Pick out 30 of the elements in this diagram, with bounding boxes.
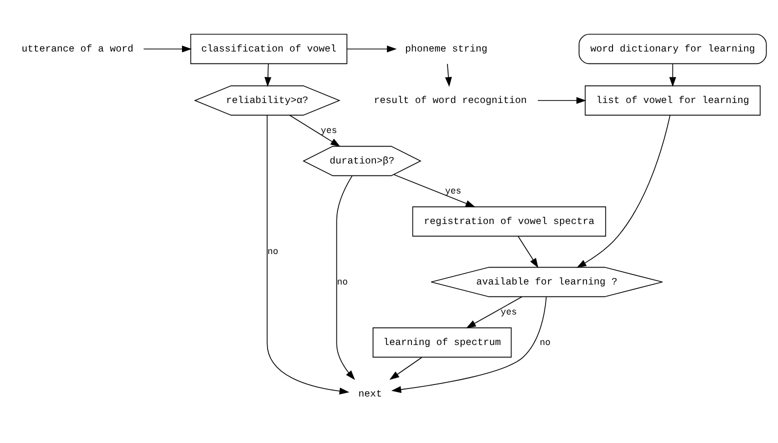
arrow — [576, 115, 670, 268]
arrow — [445, 64, 452, 87]
arrow — [518, 236, 538, 268]
edge-label: yes — [500, 308, 517, 318]
node-box: learning of spectrum — [372, 327, 512, 358]
edge-label: yes — [445, 186, 462, 197]
node-text: next — [358, 388, 382, 400]
node-box: classification of vowel — [190, 34, 348, 64]
node-text: phoneme string — [405, 44, 488, 55]
edge-label: yes — [320, 126, 337, 136]
node-box: word dictionary for learning — [578, 34, 767, 64]
node-text: result of word recognition — [374, 95, 527, 106]
arrow — [289, 114, 340, 147]
node-box: registration of vowel spectra — [412, 206, 606, 237]
arrow — [394, 174, 476, 208]
arrow — [266, 114, 350, 395]
arrow — [537, 97, 586, 104]
node-text: utterance of a word — [22, 44, 134, 55]
edge-label: no — [540, 338, 551, 348]
arrow — [466, 296, 522, 328]
arrow — [669, 64, 676, 87]
node-box: list of vowel for learning — [584, 85, 761, 116]
arrow — [264, 64, 272, 87]
arrow — [389, 357, 422, 380]
arrow — [391, 296, 547, 393]
arrow — [143, 46, 192, 52]
arrow — [336, 175, 356, 380]
arrow — [346, 46, 397, 52]
edge-label: no — [337, 277, 348, 288]
edge-label: no — [268, 247, 278, 258]
